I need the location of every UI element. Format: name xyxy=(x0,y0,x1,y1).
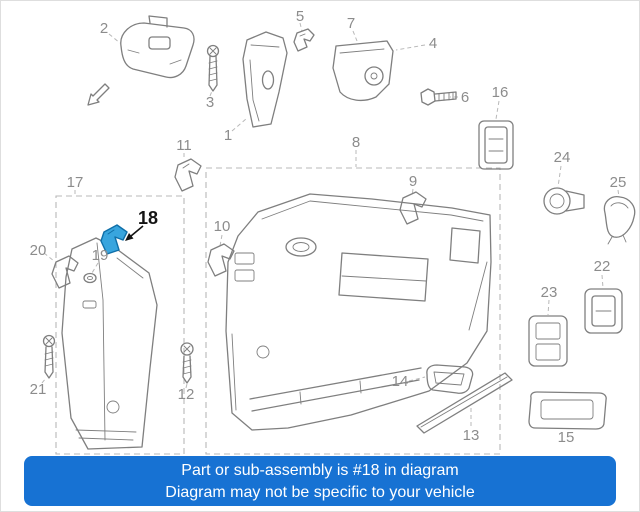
part-label-16: 16 xyxy=(492,84,509,101)
part-11-clip xyxy=(174,158,202,192)
part-label-18-highlighted: 18 xyxy=(138,208,158,228)
part-19-grommet xyxy=(83,272,97,284)
part-label-25: 25 xyxy=(610,174,627,191)
part-label-13: 13 xyxy=(463,427,480,444)
fitment-banner: Part or sub-assembly is #18 in diagram D… xyxy=(24,456,616,506)
part-20-clip xyxy=(51,255,79,289)
part-label-10: 10 xyxy=(214,218,231,235)
part-7-quarter-trim xyxy=(332,40,394,102)
assembly-8-boundary xyxy=(205,167,501,455)
part-3-screw xyxy=(206,44,220,92)
part-21-screw xyxy=(42,334,56,379)
part-label-23: 23 xyxy=(541,284,558,301)
part-8-quarter-trim-panel xyxy=(225,193,492,431)
front-direction-arrow xyxy=(87,83,110,106)
part-label-24: 24 xyxy=(554,149,571,166)
part-label-19: 19 xyxy=(92,247,109,264)
part-9-clip xyxy=(399,191,427,225)
leader-lines xyxy=(41,22,620,426)
part-label-7: 7 xyxy=(347,15,355,32)
part-label-17: 17 xyxy=(67,174,84,191)
assembly-17-boundary xyxy=(55,195,185,455)
part-18-clip-highlighted xyxy=(100,224,128,255)
part-label-6: 6 xyxy=(461,89,469,106)
part-24-power-socket xyxy=(543,187,585,215)
banner-line-1: Part or sub-assembly is #18 in diagram xyxy=(181,461,459,479)
part-label-5: 5 xyxy=(296,8,304,25)
part-label-21: 21 xyxy=(30,381,47,398)
part-label-3: 3 xyxy=(206,94,214,111)
part-number-labels: 1 2 3 4 5 6 7 8 9 10 11 12 13 14 15 16 1… xyxy=(30,8,627,446)
part-label-1: 1 xyxy=(224,127,232,144)
part-2-cargo-panel xyxy=(120,15,195,79)
part-label-12: 12 xyxy=(178,386,195,403)
part-label-20: 20 xyxy=(30,242,47,259)
part-13-scuff-strip xyxy=(416,372,513,434)
part-label-15: 15 xyxy=(558,429,575,446)
part-1-pillar-trim xyxy=(242,31,288,128)
part-23-switch-bank xyxy=(528,315,568,367)
part-label-8: 8 xyxy=(352,134,360,151)
part-12-screw xyxy=(180,342,194,384)
part-6-bolt xyxy=(420,88,457,106)
part-label-4: 4 xyxy=(429,35,437,52)
part-16-switch-panel xyxy=(478,120,514,170)
part-label-2: 2 xyxy=(100,20,108,37)
part-22-switch xyxy=(584,288,623,334)
part-5-clip xyxy=(293,28,315,52)
part-14-pull-handle xyxy=(426,364,474,394)
part-18-pointer-arrow xyxy=(125,225,144,241)
part-label-22: 22 xyxy=(594,258,611,275)
part-label-9: 9 xyxy=(409,173,417,190)
part-label-14: 14 xyxy=(392,373,409,390)
part-15-trim-plate xyxy=(528,391,607,430)
banner-line-2: Diagram may not be specific to your vehi… xyxy=(165,483,475,501)
part-10-clip xyxy=(207,243,235,277)
part-label-11: 11 xyxy=(176,137,192,154)
part-25-socket-cap xyxy=(603,196,636,245)
part-17-pillar-lower-trim xyxy=(61,237,158,450)
